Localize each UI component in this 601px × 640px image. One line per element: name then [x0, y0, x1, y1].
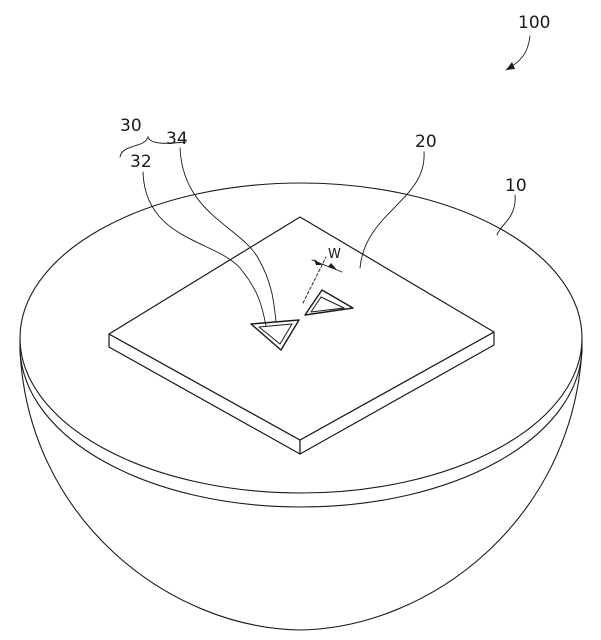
- label-30: 30: [120, 116, 142, 136]
- label-20: 20: [415, 132, 437, 152]
- leader-line-20: [360, 152, 424, 268]
- substrate-plate: [109, 217, 494, 454]
- label-34: 34: [166, 129, 188, 149]
- gap-label: W: [328, 247, 341, 262]
- reference-numerals: 100 30 34 32 20 10: [120, 13, 550, 196]
- label-10: 10: [505, 176, 527, 196]
- label-32: 32: [130, 152, 152, 172]
- pointer-arrow-100: [506, 36, 530, 70]
- pointer-arrowhead-100: [506, 62, 515, 70]
- plate-top-face: [109, 217, 494, 440]
- label-100: 100: [518, 13, 550, 33]
